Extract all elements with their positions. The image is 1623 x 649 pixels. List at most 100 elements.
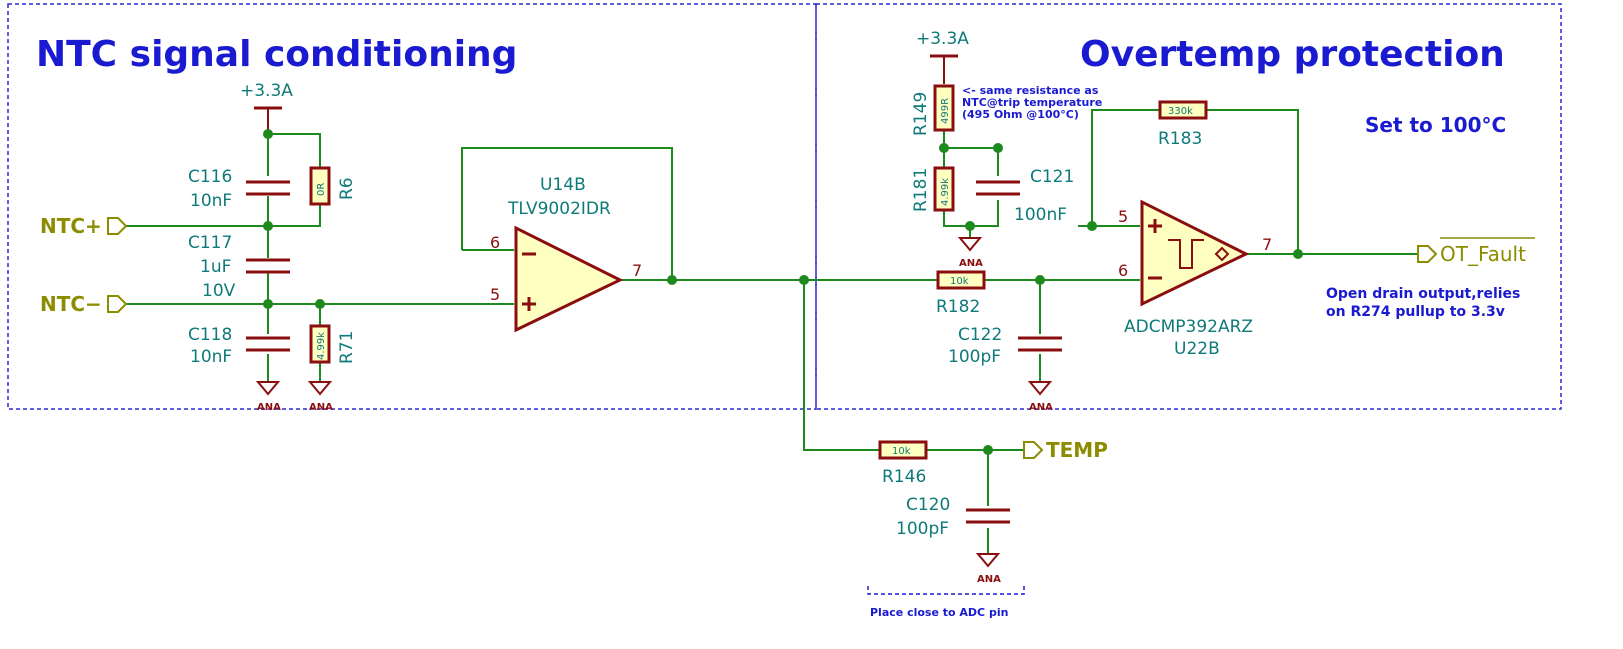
capacitor-c122: C122 100pF <box>948 325 1062 367</box>
svg-text:R71: R71 <box>337 331 357 364</box>
capacitor-c121: C121 100nF <box>976 167 1074 225</box>
ground-symbol: ANA <box>957 237 983 269</box>
svg-text:R182: R182 <box>936 297 980 317</box>
resistor-r149: 499R R149 <box>911 84 955 136</box>
svg-text:NTC@trip temperature: NTC@trip temperature <box>962 96 1102 109</box>
overtemp-section-title: Overtemp protection <box>1080 34 1505 75</box>
svg-text:C117: C117 <box>188 233 232 253</box>
svg-text:499R: 499R <box>940 98 951 124</box>
resistor-r146: 10k R146 <box>878 440 928 487</box>
junction <box>983 445 993 455</box>
svg-text:5: 5 <box>1118 207 1128 226</box>
ground-symbol: ANA <box>975 553 1001 585</box>
ntc-section-border <box>7 3 817 410</box>
capacitor-c116: C116 10nF <box>188 167 290 211</box>
svg-text:U14B: U14B <box>540 175 586 195</box>
svg-text:TLV9002IDR: TLV9002IDR <box>507 199 611 219</box>
port-ot-fault: OT_Fault <box>1417 237 1535 266</box>
svg-text:10V: 10V <box>202 281 236 301</box>
junction <box>799 275 809 285</box>
svg-text:5: 5 <box>490 285 500 304</box>
svg-text:NTC+: NTC+ <box>40 214 102 238</box>
svg-text:Open drain output,relies: Open drain output,relies <box>1326 286 1520 302</box>
comparator-u22b: ADCMP392ARZ U22B 5 6 7 <box>1118 199 1272 359</box>
svg-text:1uF: 1uF <box>200 257 231 277</box>
port-ntc-minus: NTC− <box>40 292 128 316</box>
resistor-r181: 4.99k R181 <box>911 166 955 212</box>
svg-text:7: 7 <box>1262 235 1272 254</box>
svg-text:0R: 0R <box>316 183 327 196</box>
junction <box>263 129 273 139</box>
svg-text:10k: 10k <box>892 446 911 457</box>
svg-text:ADCMP392ARZ: ADCMP392ARZ <box>1124 317 1253 337</box>
svg-text:TEMP: TEMP <box>1046 438 1108 462</box>
svg-text:ANA: ANA <box>1029 402 1053 413</box>
note-same-resistance: <- same resistance as NTC@trip temperatu… <box>962 84 1102 121</box>
note-open-drain: Open drain output,relies on R274 pullup … <box>1326 286 1520 320</box>
svg-text:NTC−: NTC− <box>40 292 102 316</box>
ground-symbol: ANA <box>1027 381 1053 413</box>
resistor-r6: 0R R6 <box>309 166 357 206</box>
svg-text:C121: C121 <box>1030 167 1074 187</box>
resistor-r71: 4.99k R71 <box>309 324 357 364</box>
svg-text:4.99k: 4.99k <box>316 332 327 360</box>
svg-text:6: 6 <box>1118 261 1128 280</box>
svg-text:C122: C122 <box>958 325 1002 345</box>
svg-text:R146: R146 <box>882 467 926 487</box>
svg-text:7: 7 <box>632 261 642 280</box>
junction <box>993 143 1003 153</box>
port-ntc-plus: NTC+ <box>40 214 128 238</box>
capacitor-c120: C120 100pF <box>896 495 1010 539</box>
svg-text:ANA: ANA <box>977 574 1001 585</box>
svg-text:<- same resistance as: <- same resistance as <box>962 84 1099 97</box>
overtemp-section-border <box>815 3 1562 410</box>
note-place-close: Place close to ADC pin <box>867 586 1025 619</box>
svg-text:(495 Ohm @100°C): (495 Ohm @100°C) <box>962 108 1079 121</box>
svg-text:C116: C116 <box>188 167 232 187</box>
junction <box>939 143 949 153</box>
svg-text:ANA: ANA <box>959 258 983 269</box>
svg-text:330k: 330k <box>1168 106 1193 117</box>
svg-text:4.99k: 4.99k <box>940 178 951 206</box>
junction <box>315 299 325 309</box>
power-symbol-right: +3.3A <box>916 29 969 84</box>
port-temp: TEMP <box>1023 438 1108 462</box>
resistor-r183: 330k R183 <box>1158 100 1208 149</box>
svg-text:U22B: U22B <box>1174 339 1220 359</box>
set-to-label: Set to 100°C <box>1365 113 1506 137</box>
svg-text:100pF: 100pF <box>896 519 949 539</box>
junction <box>1293 249 1303 259</box>
svg-text:+3.3A: +3.3A <box>916 29 969 49</box>
svg-text:R149: R149 <box>911 92 931 136</box>
svg-text:R183: R183 <box>1158 129 1202 149</box>
svg-text:C118: C118 <box>188 325 232 345</box>
capacitor-c117: C117 1uF 10V <box>188 233 290 301</box>
svg-text:C120: C120 <box>906 495 950 515</box>
svg-text:ANA: ANA <box>257 402 281 413</box>
svg-text:ANA: ANA <box>309 402 333 413</box>
svg-text:on R274 pullup to 3.3v: on R274 pullup to 3.3v <box>1326 304 1505 320</box>
svg-text:R181: R181 <box>911 168 931 212</box>
svg-text:R6: R6 <box>337 177 357 200</box>
opamp-u14b: U14B TLV9002IDR 6 5 7 <box>490 175 642 333</box>
svg-text:10nF: 10nF <box>190 347 232 367</box>
junction <box>263 221 273 231</box>
svg-text:6: 6 <box>490 233 500 252</box>
power-symbol-left: +3.3A <box>240 81 293 134</box>
svg-text:Place close to ADC pin: Place close to ADC pin <box>870 606 1008 619</box>
svg-text:100nF: 100nF <box>1014 205 1067 225</box>
resistor-r182: 10k R182 <box>936 270 986 317</box>
capacitor-c118: C118 10nF <box>188 325 290 367</box>
ground-symbol: ANA <box>255 381 281 413</box>
junction <box>1087 221 1097 231</box>
junction <box>667 275 677 285</box>
svg-text:10k: 10k <box>950 276 969 287</box>
junction <box>1035 275 1045 285</box>
svg-text:OT_Fault: OT_Fault <box>1440 242 1526 266</box>
junction <box>263 299 273 309</box>
junction <box>965 221 975 231</box>
svg-text:100pF: 100pF <box>948 347 1001 367</box>
ntc-section-title: NTC signal conditioning <box>36 34 517 75</box>
ground-symbol: ANA <box>307 381 333 413</box>
